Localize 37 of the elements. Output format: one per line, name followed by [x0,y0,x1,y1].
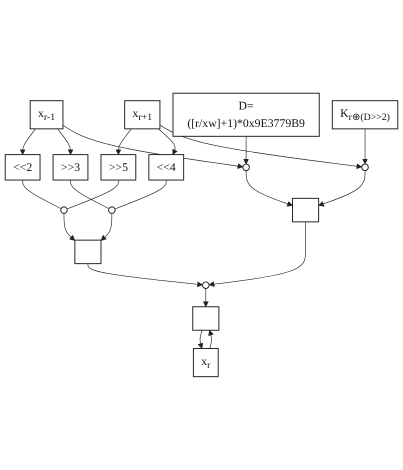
arrow [208,330,214,349]
node-circle [60,206,68,214]
node-box: >>5 [100,154,136,181]
arrow [100,213,112,241]
node-box: x$_{r+1}$ [124,100,160,130]
node-box: <<2 [4,154,41,181]
node-box: x$_{r}$ [192,348,219,378]
arrow [246,170,293,207]
arrow [243,136,249,164]
arrow [160,124,362,170]
arrow [88,263,203,288]
node-circle [202,281,210,289]
node-box: K$_{r⊕(D>>2)}$ [332,100,398,130]
node-circle [361,164,369,172]
connector [114,180,167,210]
node-box [192,306,220,331]
arrow [362,128,368,164]
arrow [202,288,209,308]
node-box: >>3 [52,154,88,181]
node-box: D=([r/xw]+1)*0x9E3779B9 [172,92,320,137]
connector [66,180,119,210]
arrow [208,222,306,288]
node-circle [108,206,116,214]
node-circle [242,164,250,172]
node-box: x$_{r-1}$ [30,100,64,130]
connector [70,180,110,209]
connector [22,180,62,209]
arrow [158,128,178,155]
node-box [292,198,320,222]
arrow [64,213,76,241]
arrow [116,128,132,155]
node-box: <<4 [148,154,184,181]
arrow [318,170,366,207]
arrow [198,330,204,349]
node-box [74,240,102,264]
arrow [57,128,74,155]
arrow [20,128,36,155]
